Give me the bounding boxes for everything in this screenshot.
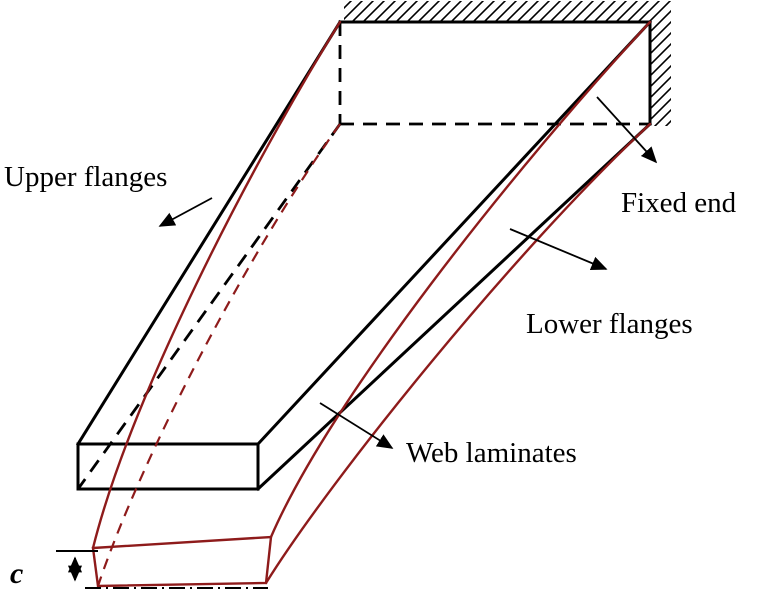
deformed-upper-right-edge [269, 20, 652, 539]
hidden-bottom-left-edge [76, 123, 342, 490]
label-lower-flanges: Lower flanges [526, 308, 693, 340]
upper-flange-left-edge [75, 19, 343, 447]
label-web-laminates: Web laminates [406, 437, 577, 469]
labels: Upper flanges Fixed end Lower flanges We… [4, 161, 737, 590]
web-laminates-arrow [319, 402, 394, 449]
label-fixed-end: Fixed end [621, 187, 737, 219]
beam-undeformed [75, 19, 653, 492]
beam-deformed [91, 20, 652, 588]
lower-flanges-arrow [509, 228, 608, 270]
free-end-face [76, 442, 260, 491]
wall-hatching [344, 1, 671, 126]
lower-flange-front-edge [255, 121, 653, 492]
annotation-arrows [158, 96, 658, 449]
deformed-upper-left-edge [91, 20, 342, 550]
fixed-end-arrow [596, 96, 658, 164]
wall-hatch-top [344, 1, 671, 22]
dimension-c [56, 550, 268, 589]
deformed-free-end-face [91, 535, 273, 588]
beam-undeformed-hidden-edges [76, 22, 650, 490]
label-upper-flanges: Upper flanges [4, 161, 167, 193]
deformed-hidden-edge [96, 123, 341, 587]
label-tip-deflection-c: c [10, 557, 23, 590]
upper-flange-right-edge [255, 19, 653, 447]
upper-flanges-arrow [158, 197, 213, 227]
wall-hatch-right [651, 22, 671, 126]
deformed-lower-front-edge [264, 122, 652, 585]
